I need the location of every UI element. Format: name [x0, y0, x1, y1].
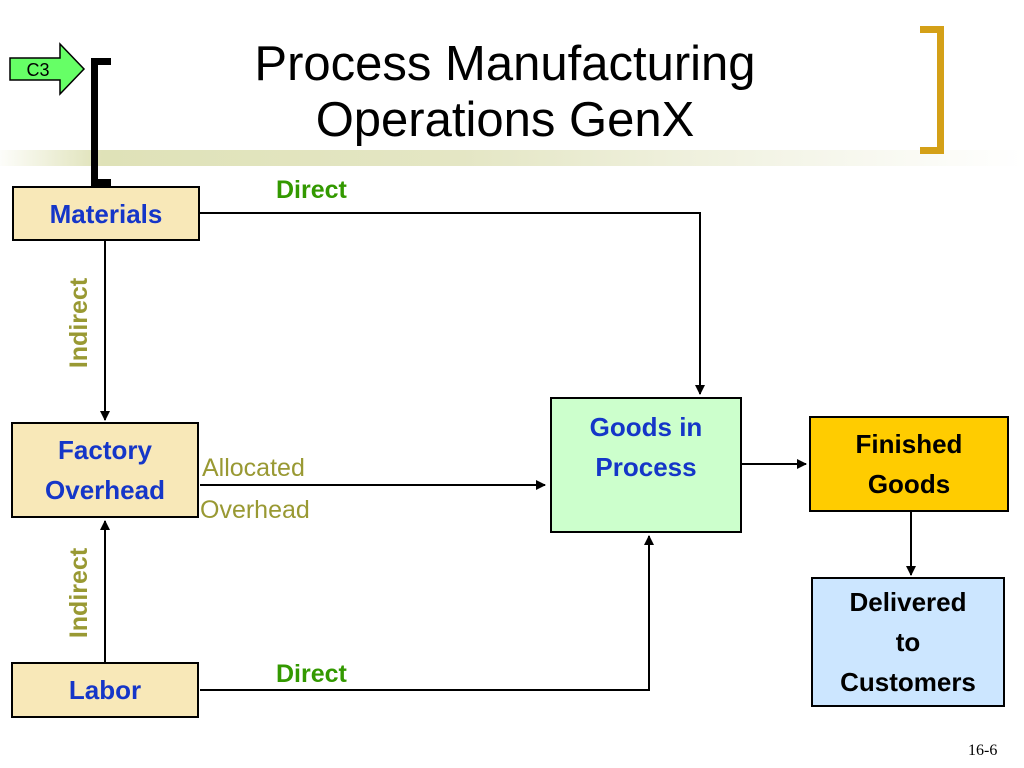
materials-label: Materials — [49, 198, 163, 229]
goods-in-process-line-2: Process — [595, 452, 697, 482]
right-bracket — [920, 26, 944, 154]
title-band — [0, 150, 1024, 166]
goods-in-process-line-1: Goods in — [589, 412, 703, 442]
allocated-overhead-label-line-1: Allocated — [202, 454, 305, 482]
materials-indirect-label: Indirect — [65, 277, 93, 369]
objective-tag: C3 — [26, 60, 50, 80]
delivered-to-customers-box: Delivered to Customers — [811, 577, 1005, 707]
goods-in-process-box: Goods in Process — [550, 397, 742, 533]
labor-label: Labor — [68, 675, 142, 705]
title-line-1: Process Manufacturing — [254, 37, 756, 91]
title-line-2: Operations GenX — [315, 93, 695, 147]
labor-indirect-label: Indirect — [65, 547, 93, 639]
materials-box: Materials — [12, 186, 200, 241]
page-number: 16-6 — [968, 742, 998, 759]
factory-overhead-line-2: Overhead — [45, 475, 165, 505]
labor-box: Labor — [11, 662, 199, 718]
delivered-line-2: to — [895, 627, 921, 657]
factory-overhead-box: Factory Overhead — [11, 422, 199, 518]
left-bracket — [91, 58, 111, 186]
labor-direct-label: Direct — [276, 660, 347, 688]
labor-direct-connector — [200, 535, 654, 691]
delivered-line-1: Delivered — [849, 587, 967, 617]
finished-goods-line-2: Goods — [867, 469, 951, 499]
finished-goods-line-1: Finished — [855, 429, 963, 459]
factory-overhead-line-1: Factory — [58, 435, 152, 465]
allocated-overhead-label-line-2: Overhead — [200, 496, 310, 524]
materials-direct-label: Direct — [276, 176, 347, 204]
delivered-line-3: Customers — [840, 667, 976, 697]
finished-goods-box: Finished Goods — [809, 416, 1009, 512]
page-title: Process Manufacturing Operations GenX — [150, 36, 860, 148]
materials-direct-connector — [200, 212, 705, 395]
objective-arrow-icon — [9, 42, 86, 96]
